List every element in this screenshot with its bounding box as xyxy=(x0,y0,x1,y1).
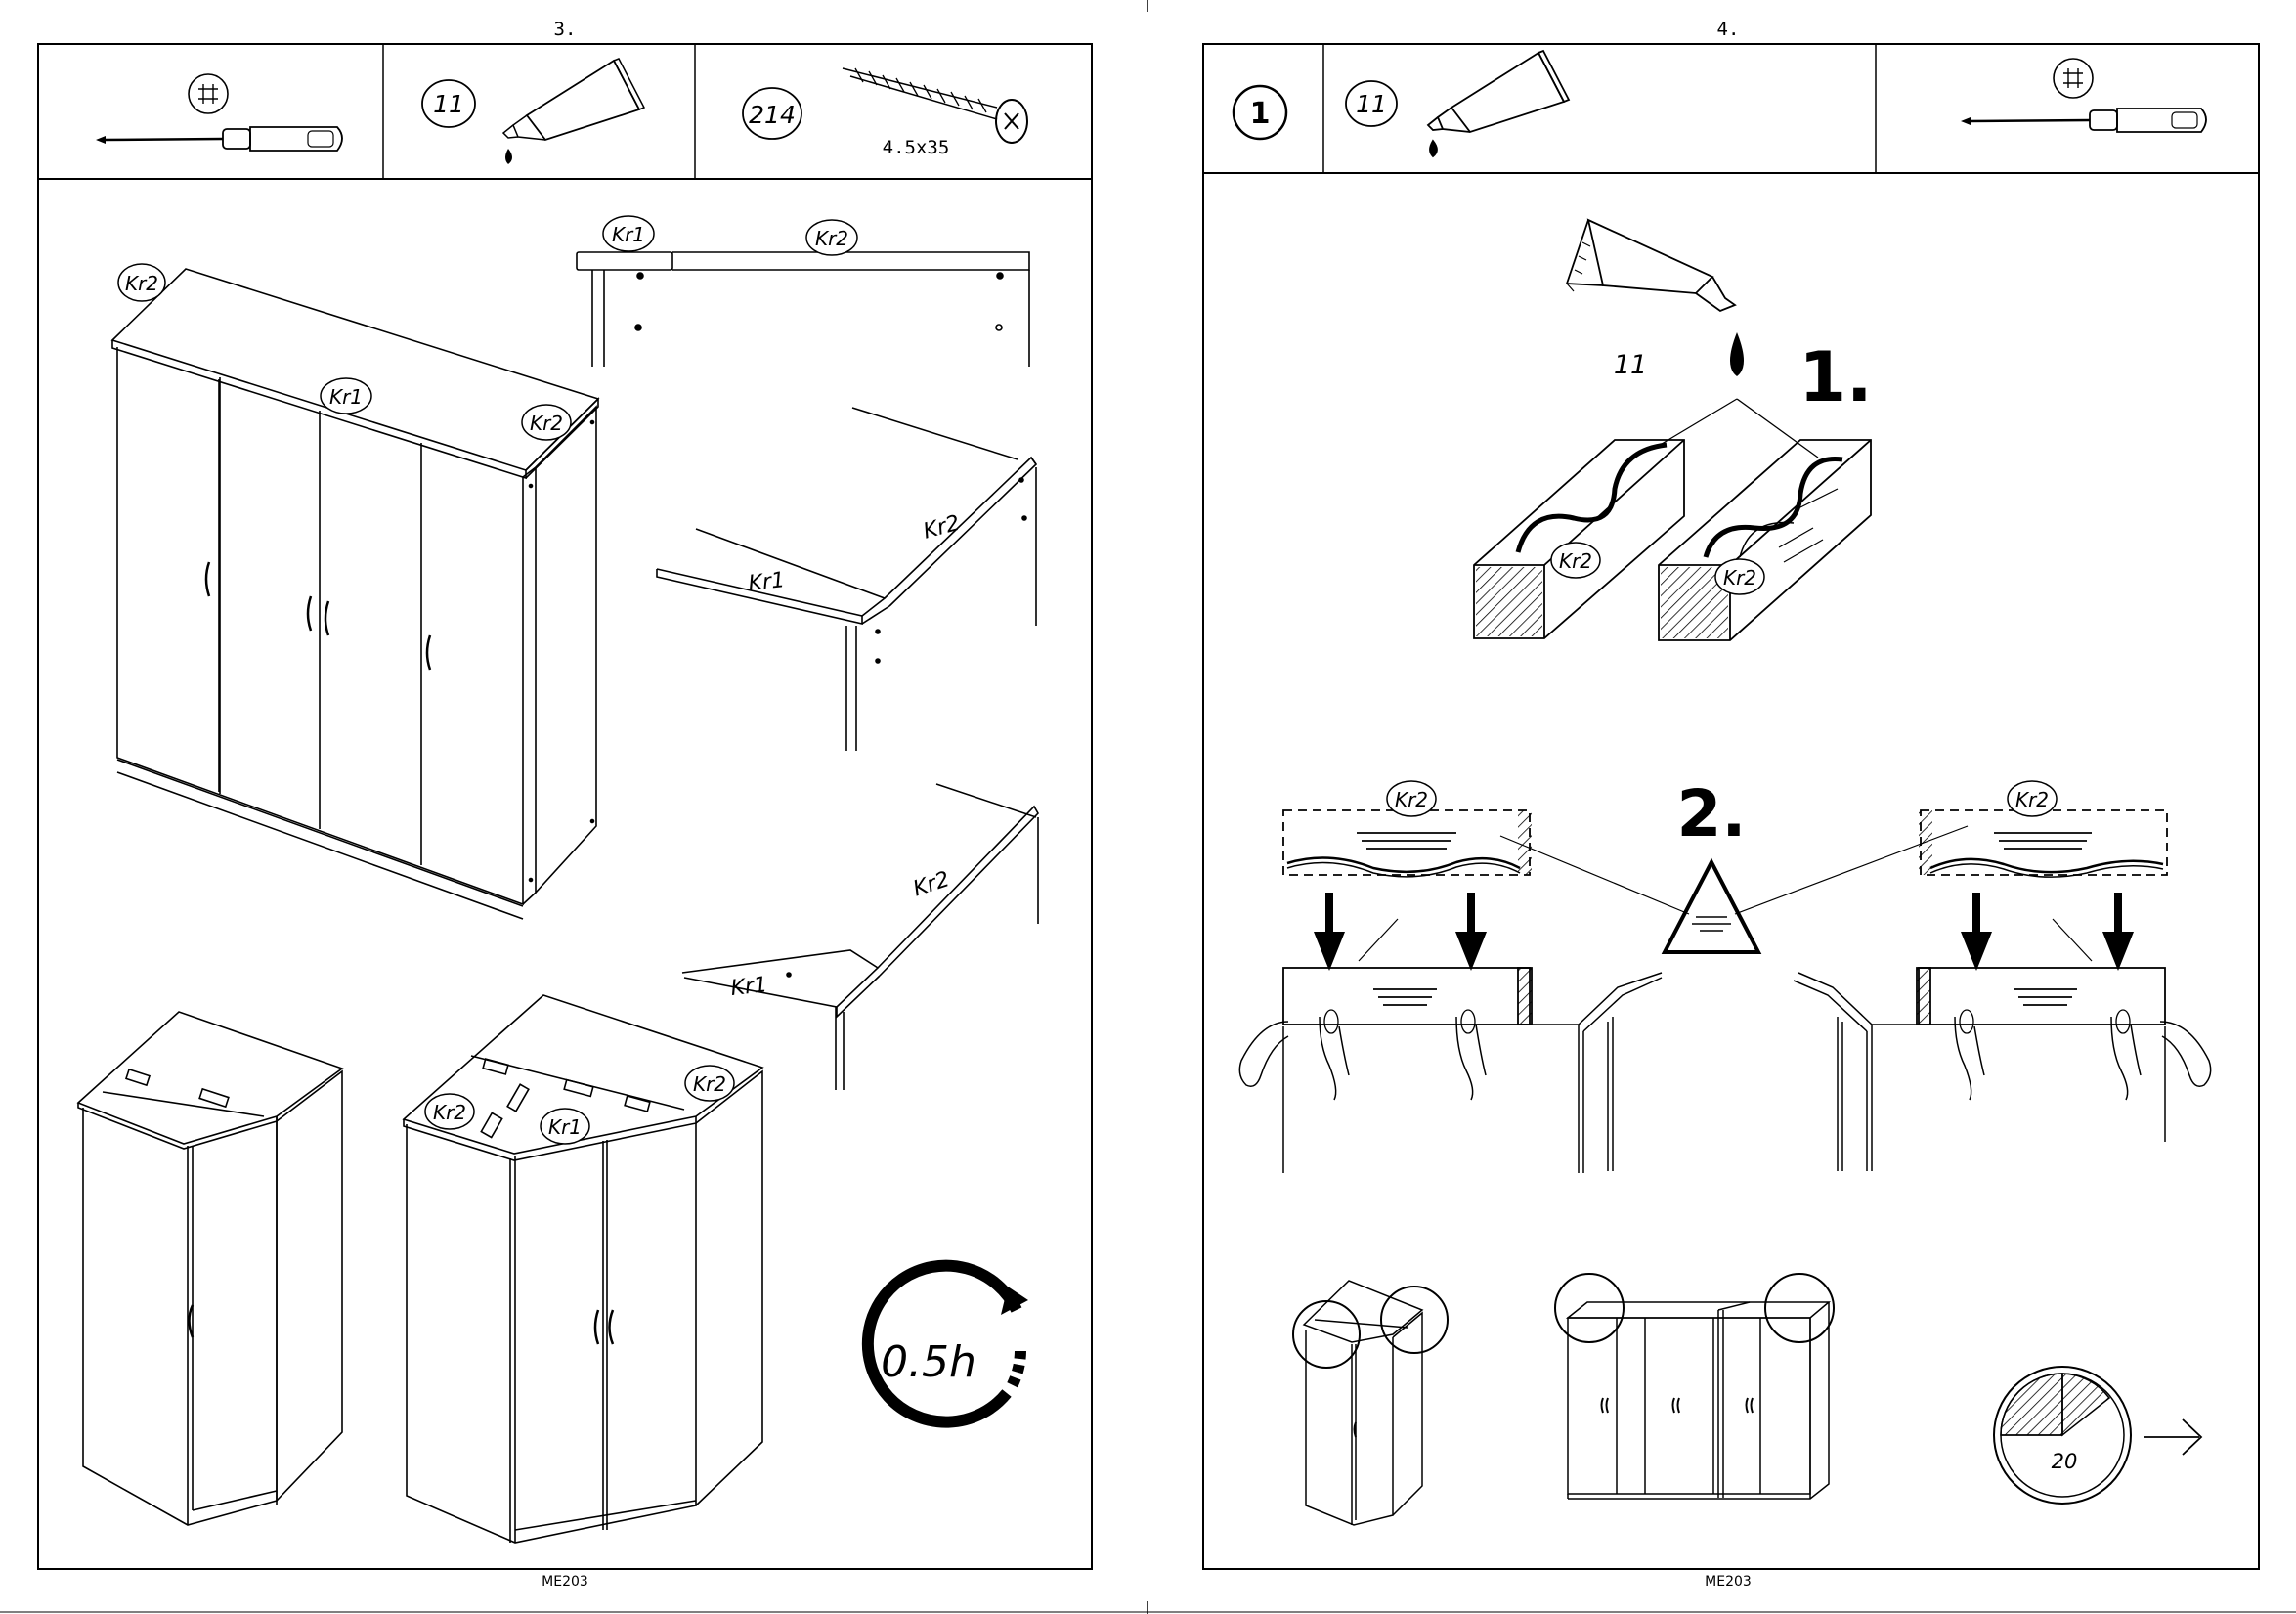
label-kr1-corner: Kr1 xyxy=(541,1109,589,1144)
large-wardrobe-small xyxy=(1555,1274,1834,1499)
glue-tube-icon-right xyxy=(1428,51,1569,156)
svg-text:Kr2: Kr2 xyxy=(125,272,158,295)
detail-crown-joint-3 xyxy=(682,784,1038,1090)
corner-wardrobe-small xyxy=(1293,1281,1448,1525)
dashed-piece-left xyxy=(1283,810,1532,877)
label-kr1-wardrobe: Kr1 xyxy=(321,378,371,414)
glue-part-count: 11 xyxy=(422,80,475,127)
detail-crown-joint-2 xyxy=(657,408,1036,751)
left-page: 3. 11 214 xyxy=(38,19,1092,1590)
down-arrows-right xyxy=(1961,893,2134,971)
svg-text:Kr2: Kr2 xyxy=(530,412,563,435)
label-kr1-detail-2: Kr1 xyxy=(747,568,786,596)
svg-text:Kr2: Kr2 xyxy=(693,1072,726,1096)
arrow-right-icon xyxy=(2144,1419,2201,1455)
glue-drop xyxy=(1730,332,1744,376)
svg-text:Kr2: Kr2 xyxy=(2015,788,2049,811)
glue-tube-icon xyxy=(503,59,644,164)
screw-count: 214 xyxy=(743,88,801,139)
wardrobe-4-door-drawing xyxy=(112,269,598,919)
quantity-circle: 1 xyxy=(1234,86,1286,139)
svg-text:11: 11 xyxy=(433,90,464,118)
cabinet-top-right-assembly xyxy=(1794,919,2211,1171)
label-kr2-block-2: Kr2 xyxy=(1715,559,1764,594)
svg-text:Kr1: Kr1 xyxy=(612,223,645,246)
glue-number: 11 xyxy=(1614,350,1647,380)
wooden-dowel-block-1 xyxy=(1474,440,1684,638)
screwdriver-icon xyxy=(96,74,342,151)
svg-text:Kr2: Kr2 xyxy=(433,1101,466,1124)
time-value: 0.5h xyxy=(881,1337,976,1387)
clock-minutes: 20 xyxy=(2052,1450,2078,1473)
corner-wardrobe-1-drawing xyxy=(78,1012,342,1525)
svg-text:Kr1: Kr1 xyxy=(548,1115,582,1139)
label-kr2-detail-1: Kr2 xyxy=(806,220,857,255)
warning-triangle-icon xyxy=(1665,862,1758,952)
svg-text:1: 1 xyxy=(1250,97,1271,131)
svg-text:Kr2: Kr2 xyxy=(815,227,848,250)
label-kr2-dashed-right: Kr2 xyxy=(2008,781,2057,816)
label-kr1-detail-1: Kr1 xyxy=(603,216,654,251)
substep-2-label: 2. xyxy=(1677,776,1747,851)
svg-text:Kr1: Kr1 xyxy=(329,385,363,409)
dashed-piece-right xyxy=(1919,810,2167,877)
svg-text:Kr2: Kr2 xyxy=(1559,549,1592,573)
svg-text:11: 11 xyxy=(1356,90,1387,118)
label-kr2-wardrobe-right: Kr2 xyxy=(522,405,571,440)
footer-code-left: ME203 xyxy=(542,1574,588,1590)
screw-size: 4.5x35 xyxy=(883,137,950,158)
screw-icon xyxy=(843,68,1027,143)
footer-code-right: ME203 xyxy=(1705,1574,1752,1590)
step-number-3: 3. xyxy=(554,19,577,40)
label-kr1-detail-3: Kr1 xyxy=(729,973,768,1001)
substep-1-label: 1. xyxy=(1798,337,1872,417)
label-kr2-corner-left: Kr2 xyxy=(425,1094,474,1129)
time-estimate-icon: 0.5h xyxy=(868,1266,1028,1422)
svg-text:Kr2: Kr2 xyxy=(1395,788,1428,811)
label-kr2-corner-right: Kr2 xyxy=(685,1066,734,1101)
cabinet-top-left-assembly xyxy=(1239,919,1662,1173)
screwdriver-icon-right xyxy=(1961,59,2206,132)
right-page: 4. 1 11 xyxy=(1203,19,2259,1590)
glue-tube-large xyxy=(1567,220,1735,311)
label-kr2-detail-2: Kr2 xyxy=(921,511,963,545)
drying-time-clock-icon: 20 xyxy=(1994,1367,2131,1504)
wooden-dowel-block-2 xyxy=(1659,440,1871,640)
detail-crown-joint-1 xyxy=(577,252,1029,367)
down-arrows-left xyxy=(1314,893,1487,971)
svg-text:Kr2: Kr2 xyxy=(1723,566,1756,589)
glue-part-count-right: 11 xyxy=(1346,81,1397,126)
label-kr2-wardrobe-left: Kr2 xyxy=(118,264,165,301)
svg-text:214: 214 xyxy=(749,101,796,129)
step-number-4: 4. xyxy=(1717,19,1740,40)
label-kr2-block-1: Kr2 xyxy=(1551,543,1600,578)
label-kr2-dashed-left: Kr2 xyxy=(1387,781,1436,816)
